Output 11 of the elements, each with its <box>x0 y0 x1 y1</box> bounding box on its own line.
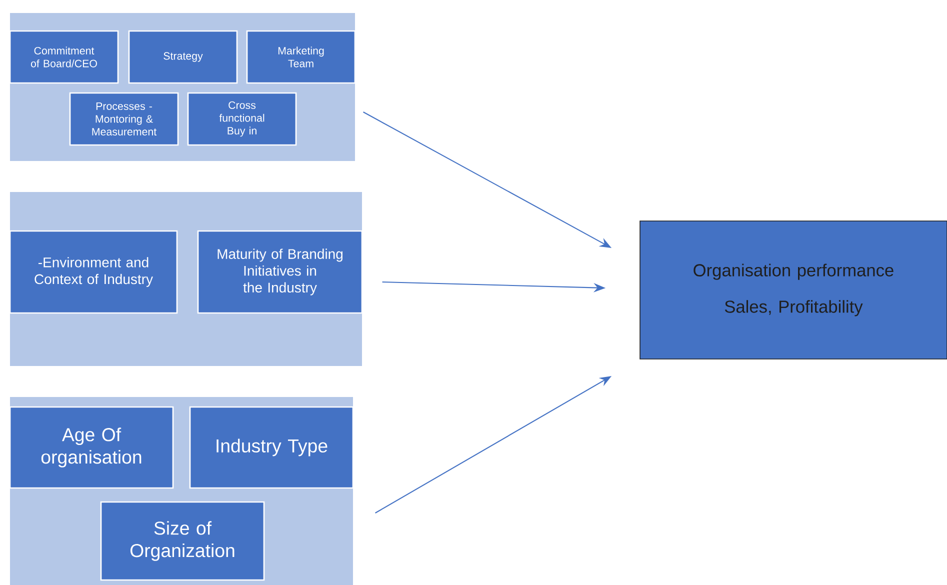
factor-box: Maturity of Branding Initiatives in the Industry <box>197 230 363 314</box>
factor-box: Strategy <box>128 30 238 84</box>
factor-box: Size of Organization <box>100 501 265 581</box>
factor-box: Marketing Team <box>246 30 356 84</box>
factor-box: -Environment and Context of Industry <box>9 230 178 314</box>
factor-box: Commitment of Board/CEO <box>9 30 119 84</box>
factor-box: Age Of organisation <box>9 406 174 489</box>
factor-box: Cross functional Buy in <box>187 92 297 146</box>
factor-box: Processes - Montoring & Measurement <box>69 92 179 146</box>
outcome-box: Organisation performance Sales, Profitability <box>640 220 947 360</box>
factor-box: Industry Type <box>189 406 354 489</box>
